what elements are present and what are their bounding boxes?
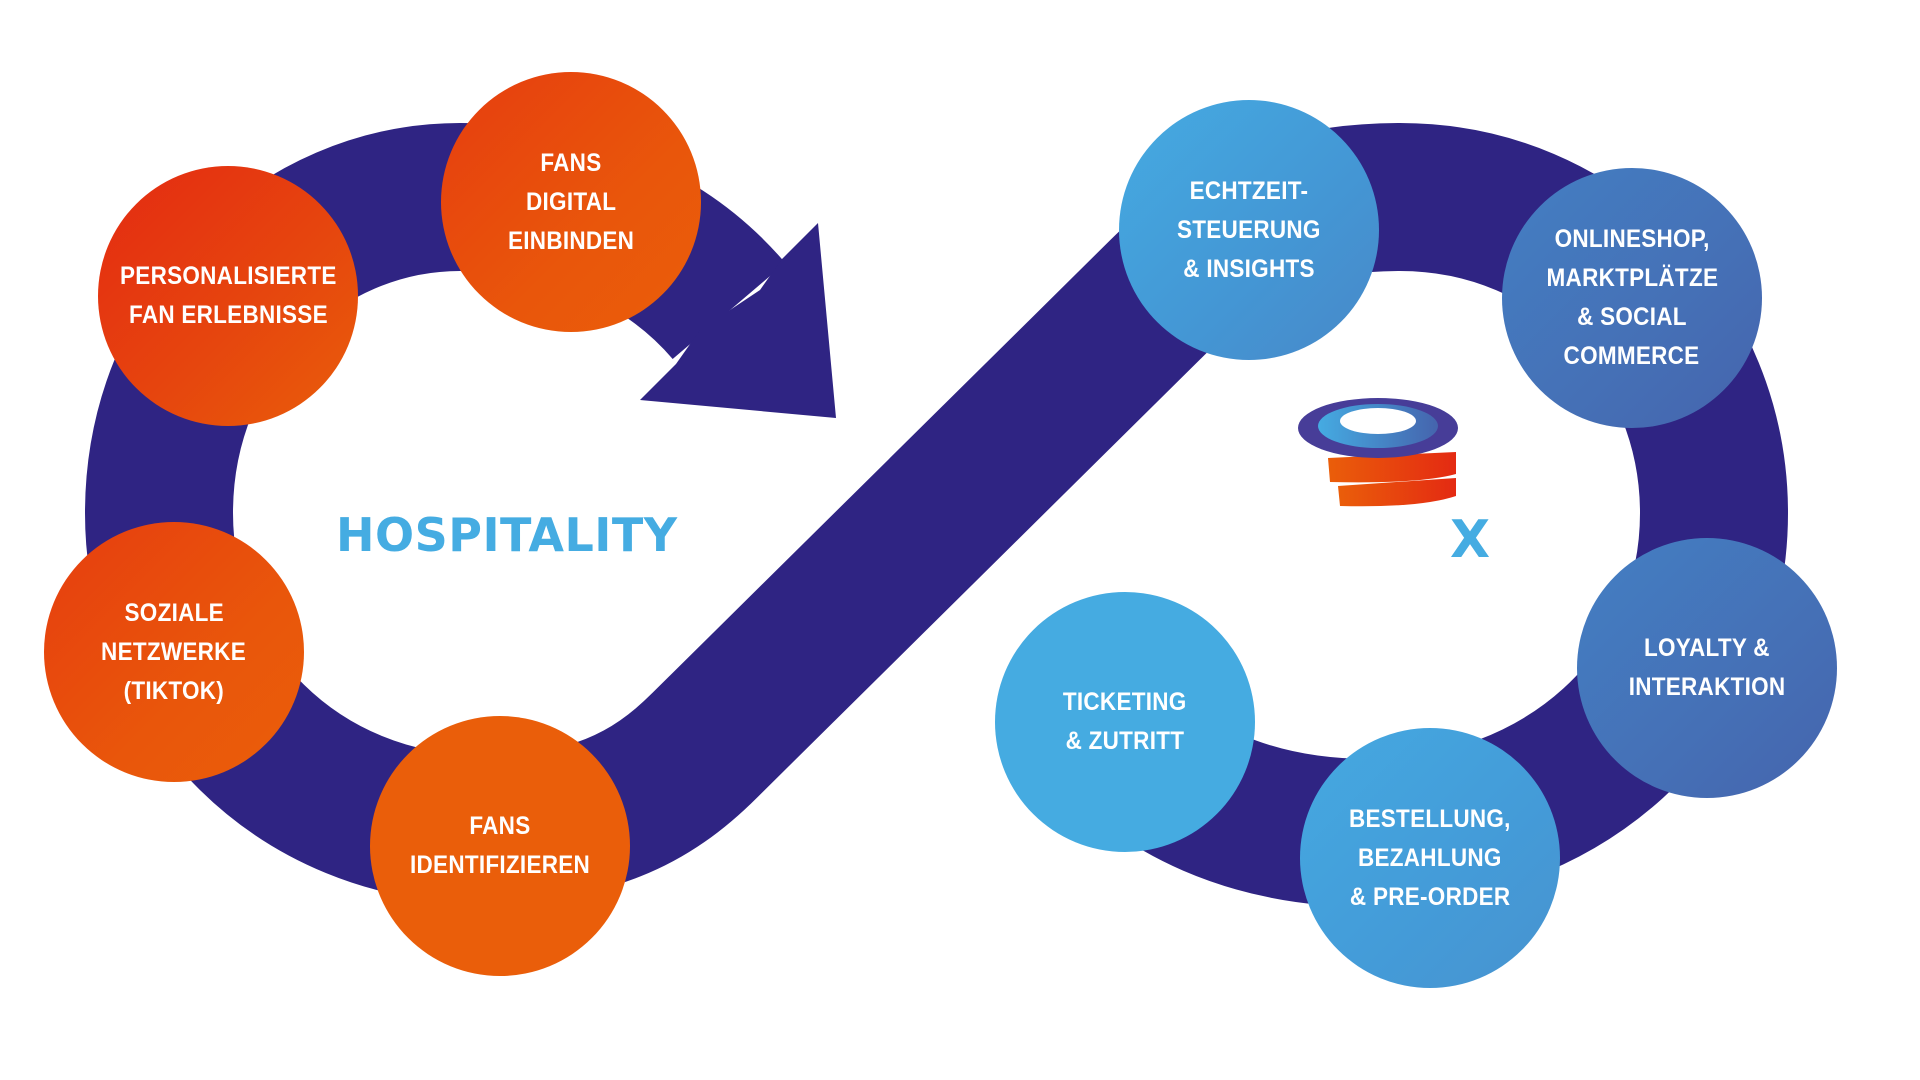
stacked-disc-logo-icon — [1298, 398, 1458, 507]
node-bestellung-bezahlung[interactable]: BESTELLUNG, BEZAHLUNG & PRE-ORDER — [1300, 728, 1560, 988]
node-fans-digital-einbinden[interactable]: FANS DIGITAL EINBINDEN — [441, 72, 701, 332]
node-label-line: INTERAKTION — [1628, 673, 1786, 701]
node-label-line: LOYALTY & — [1644, 634, 1770, 662]
node-label-line: ONLINESHOP, — [1554, 225, 1710, 253]
node-label-line: FANS — [469, 812, 531, 840]
node-label-line: & SOCIAL — [1577, 303, 1687, 331]
node-label-line: MARKTPLÄTZE — [1546, 264, 1718, 292]
node-label-line: BEZAHLUNG — [1358, 843, 1502, 872]
node-ticketing-zutritt[interactable]: TICKETING & ZUTRITT — [995, 592, 1255, 852]
node-label-line: DIGITAL — [525, 187, 617, 216]
node-label-line: FANS — [540, 148, 602, 177]
node-label-line: SOZIALE — [124, 598, 224, 627]
node-label-line: & PRE-ORDER — [1349, 882, 1511, 911]
node-label-line: EINBINDEN — [507, 226, 635, 255]
node-fans-identifizieren[interactable]: FANS IDENTIFIZIEREN — [370, 716, 630, 976]
node-label-line: TICKETING — [1063, 688, 1187, 716]
brand-x-mark: X — [1450, 510, 1491, 570]
hospitality-title: HOSPITALITY — [336, 508, 678, 562]
node-label-line: BESTELLUNG, — [1349, 804, 1511, 833]
arrow-right-down-icon — [640, 223, 836, 418]
node-echtzeit-steuerung[interactable]: ECHTZEIT- STEUERUNG & INSIGHTS — [1119, 100, 1379, 360]
node-personalisierte-fan-erlebnisse[interactable]: PERSONALISIERTE FAN ERLEBNISSE — [98, 166, 358, 426]
node-label-line: (TIKTOK) — [123, 676, 225, 705]
node-label-line: STEUERUNG — [1177, 215, 1321, 244]
node-label-line: IDENTIFIZIEREN — [409, 851, 591, 879]
node-label-line: COMMERCE — [1564, 342, 1700, 370]
node-label-line: PERSONALISIERTE — [119, 262, 337, 290]
node-soziale-netzwerke[interactable]: SOZIALE NETZWERKE (TIKTOK) — [44, 522, 304, 782]
node-onlineshop-marktplaetze[interactable]: ONLINESHOP, MARKTPLÄTZE & SOCIAL COMMERC… — [1502, 168, 1762, 428]
node-label-line: NETZWERKE — [101, 637, 247, 666]
node-loyalty-interaktion[interactable]: LOYALTY & INTERAKTION — [1577, 538, 1837, 798]
node-label-line: FAN ERLEBNISSE — [128, 301, 328, 329]
node-label-line: & INSIGHTS — [1183, 254, 1315, 283]
node-label-line: ECHTZEIT- — [1189, 176, 1309, 205]
node-label-line: & ZUTRITT — [1065, 727, 1185, 755]
